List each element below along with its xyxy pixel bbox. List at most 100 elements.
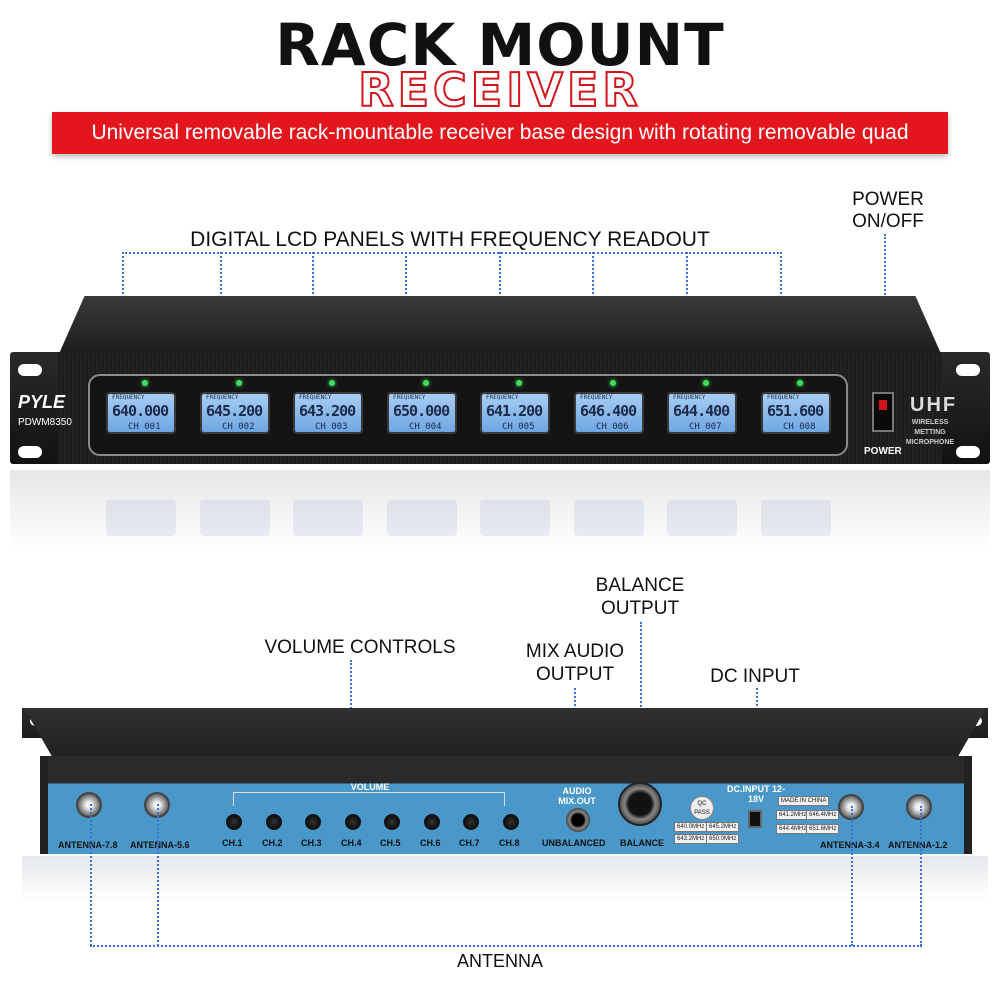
- volume-channel-label: CH.4: [341, 838, 362, 848]
- ear-hole: [956, 446, 980, 458]
- antenna-connector-1-2[interactable]: [906, 794, 932, 820]
- lcd-channel: CH 001: [128, 422, 161, 432]
- channel-status-led: [703, 380, 709, 386]
- lcd-header: FREQUENCY: [673, 394, 706, 401]
- ear-hole: [956, 364, 980, 376]
- channel-status-led: [423, 380, 429, 386]
- lcd-header: FREQUENCY: [112, 394, 145, 401]
- lcd-header: FREQUENCY: [580, 394, 613, 401]
- volume-knob-ch8[interactable]: [503, 814, 519, 830]
- volume-bracket: [233, 792, 505, 806]
- volume-channel-label: CH.7: [459, 838, 480, 848]
- unbalanced-jack[interactable]: [566, 808, 590, 832]
- brand-logo: PYLE: [18, 392, 66, 412]
- lcd-channel: CH 007: [689, 422, 722, 432]
- dc-input-jack[interactable]: [748, 810, 762, 828]
- callout-power-line2: ON/OFF: [852, 211, 924, 232]
- lcd-channel: CH 006: [596, 422, 629, 432]
- callout-volume-controls: VOLUME CONTROLS: [264, 637, 456, 658]
- lcd-frequency: 650.000: [393, 402, 450, 420]
- lcd-channel: CH 004: [409, 422, 442, 432]
- volume-channel-label: CH.3: [301, 838, 322, 848]
- lcd-reflection: [480, 500, 550, 536]
- lcd-header: FREQUENCY: [767, 394, 800, 401]
- channel-status-led: [797, 380, 803, 386]
- lcd-header: FREQUENCY: [206, 394, 239, 401]
- antenna-leader-2: [157, 804, 159, 946]
- freq-chip: 640.0MHz: [674, 822, 708, 832]
- lcd-reflection: [293, 500, 363, 536]
- callout-power-line1: POWER: [852, 189, 924, 210]
- channel-status-led: [236, 380, 242, 386]
- volume-channel-label: CH.1: [222, 838, 243, 848]
- lcd-header: FREQUENCY: [299, 394, 332, 401]
- model-number: PDWM8350: [18, 417, 72, 428]
- volume-channel-label: CH.5: [380, 838, 401, 848]
- ear-hole: [18, 364, 42, 376]
- uhf-badge: UHF: [910, 394, 958, 416]
- lcd-header: FREQUENCY: [486, 394, 519, 401]
- lcd-frequency: 651.600: [767, 402, 824, 420]
- uhf-subtitle: WIRELESS METTING MICROPHONE: [905, 419, 955, 446]
- power-label: POWER: [864, 446, 902, 457]
- balance-leader: [640, 622, 642, 782]
- power-switch-indicator: [879, 400, 887, 410]
- volume-knob-ch1[interactable]: [226, 814, 242, 830]
- made-in-label: MADE IN CHINA: [778, 796, 830, 806]
- lcd-channel: CH 002: [222, 422, 255, 432]
- lcd-header: FREQUENCY: [393, 394, 426, 401]
- volume-knob-ch4[interactable]: [345, 814, 361, 830]
- antenna-leader-3: [851, 806, 853, 946]
- antenna-leader-4: [920, 806, 922, 946]
- freq-chip: 650.0MHz: [706, 834, 740, 844]
- antenna-label-1-2: ANTENNA-1.2: [888, 840, 948, 850]
- front-reflection: [10, 470, 990, 550]
- channel-status-led: [610, 380, 616, 386]
- front-unit-top: [58, 296, 942, 356]
- volume-knob-ch5[interactable]: [384, 814, 400, 830]
- lcd-frequency: 645.200: [206, 402, 263, 420]
- balance-label: BALANCE: [620, 838, 664, 848]
- freq-chip: 644.4MHz: [776, 824, 810, 834]
- lcd-frequency: 640.000: [112, 402, 169, 420]
- callout-dc-input: DC INPUT: [710, 666, 800, 687]
- freq-chip: 646.4MHz: [806, 810, 840, 820]
- dc-input-label: DC.INPUT 12-18V: [726, 784, 785, 804]
- balance-xlr-connector[interactable]: [618, 782, 662, 826]
- volume-knob-ch3[interactable]: [305, 814, 321, 830]
- lcd-channel: CH 005: [502, 422, 535, 432]
- antenna-connector-7-8[interactable]: [76, 792, 102, 818]
- volume-knob-ch6[interactable]: [424, 814, 440, 830]
- lcd-frequency: 641.200: [486, 402, 543, 420]
- audio-mix-label: AUDIO MIX.OUT: [558, 786, 596, 806]
- callout-mix-line2: OUTPUT: [535, 664, 615, 685]
- callout-lcd-panels: DIGITAL LCD PANELS WITH FREQUENCY READOU…: [190, 228, 710, 251]
- back-unit-top: [24, 708, 986, 758]
- antenna-leader-1: [90, 804, 92, 946]
- lcd-reflection: [761, 500, 831, 536]
- volume-knob-ch2[interactable]: [266, 814, 282, 830]
- unbalanced-label: UNBALANCED: [542, 838, 606, 848]
- lcd-frequency: 646.400: [580, 402, 637, 420]
- back-reflection: [22, 856, 988, 902]
- qc-pass-sticker: QC PASS: [690, 796, 714, 820]
- lcd-reflection: [106, 500, 176, 536]
- volume-knob-ch7[interactable]: [463, 814, 479, 830]
- power-switch[interactable]: [872, 392, 894, 432]
- callout-antenna: ANTENNA: [456, 951, 543, 971]
- volume-channel-label: CH.8: [499, 838, 520, 848]
- title-rack-mount: RACK MOUNT: [275, 11, 725, 79]
- volume-channel-label: CH.6: [420, 838, 441, 848]
- freq-chip: 651.6MHz: [806, 824, 840, 834]
- freq-chip: 645.2MHz: [706, 822, 740, 832]
- channel-status-led: [329, 380, 335, 386]
- feature-banner: Universal removable rack-mountable recei…: [52, 112, 948, 186]
- callout-balance-line2: OUTPUT: [600, 598, 680, 619]
- volume-channel-label: CH.2: [262, 838, 283, 848]
- antenna-label-5-6: ANTENNA-5.6: [130, 840, 190, 850]
